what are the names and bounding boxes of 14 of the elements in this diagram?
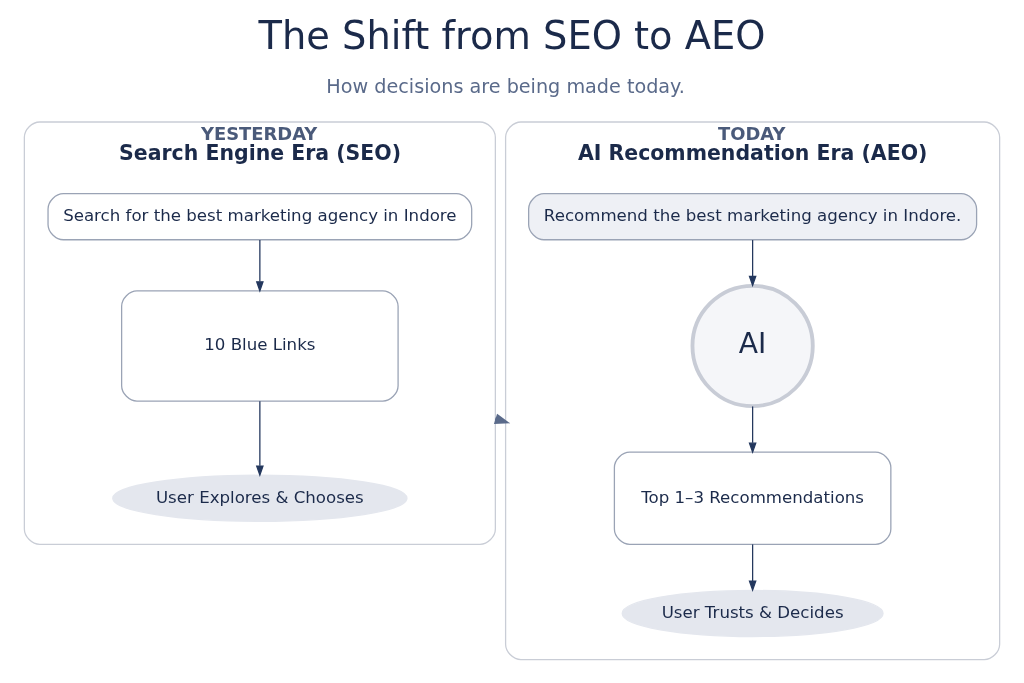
arrow (255, 239, 264, 293)
arrow (748, 405, 757, 455)
arrow (748, 543, 757, 592)
diagram-title: The Shift from SEO to AEO (258, 13, 766, 59)
node-box: Recommend the best marketing agency in Indore. (528, 193, 978, 241)
node-box: Top 1–3 Recommendations (613, 451, 892, 545)
node-ellipse: User Trusts & Decides (621, 589, 884, 638)
node-ellipse: User Explores & Chooses (112, 474, 408, 522)
label: How decisions are being made today. (326, 75, 685, 99)
arrow (255, 400, 264, 477)
node-circle: AI (690, 283, 815, 409)
arrow (748, 239, 757, 288)
node-box: 10 Blue Links (121, 290, 399, 402)
node-box: Search for the best marketing agency in Indore (47, 193, 473, 241)
